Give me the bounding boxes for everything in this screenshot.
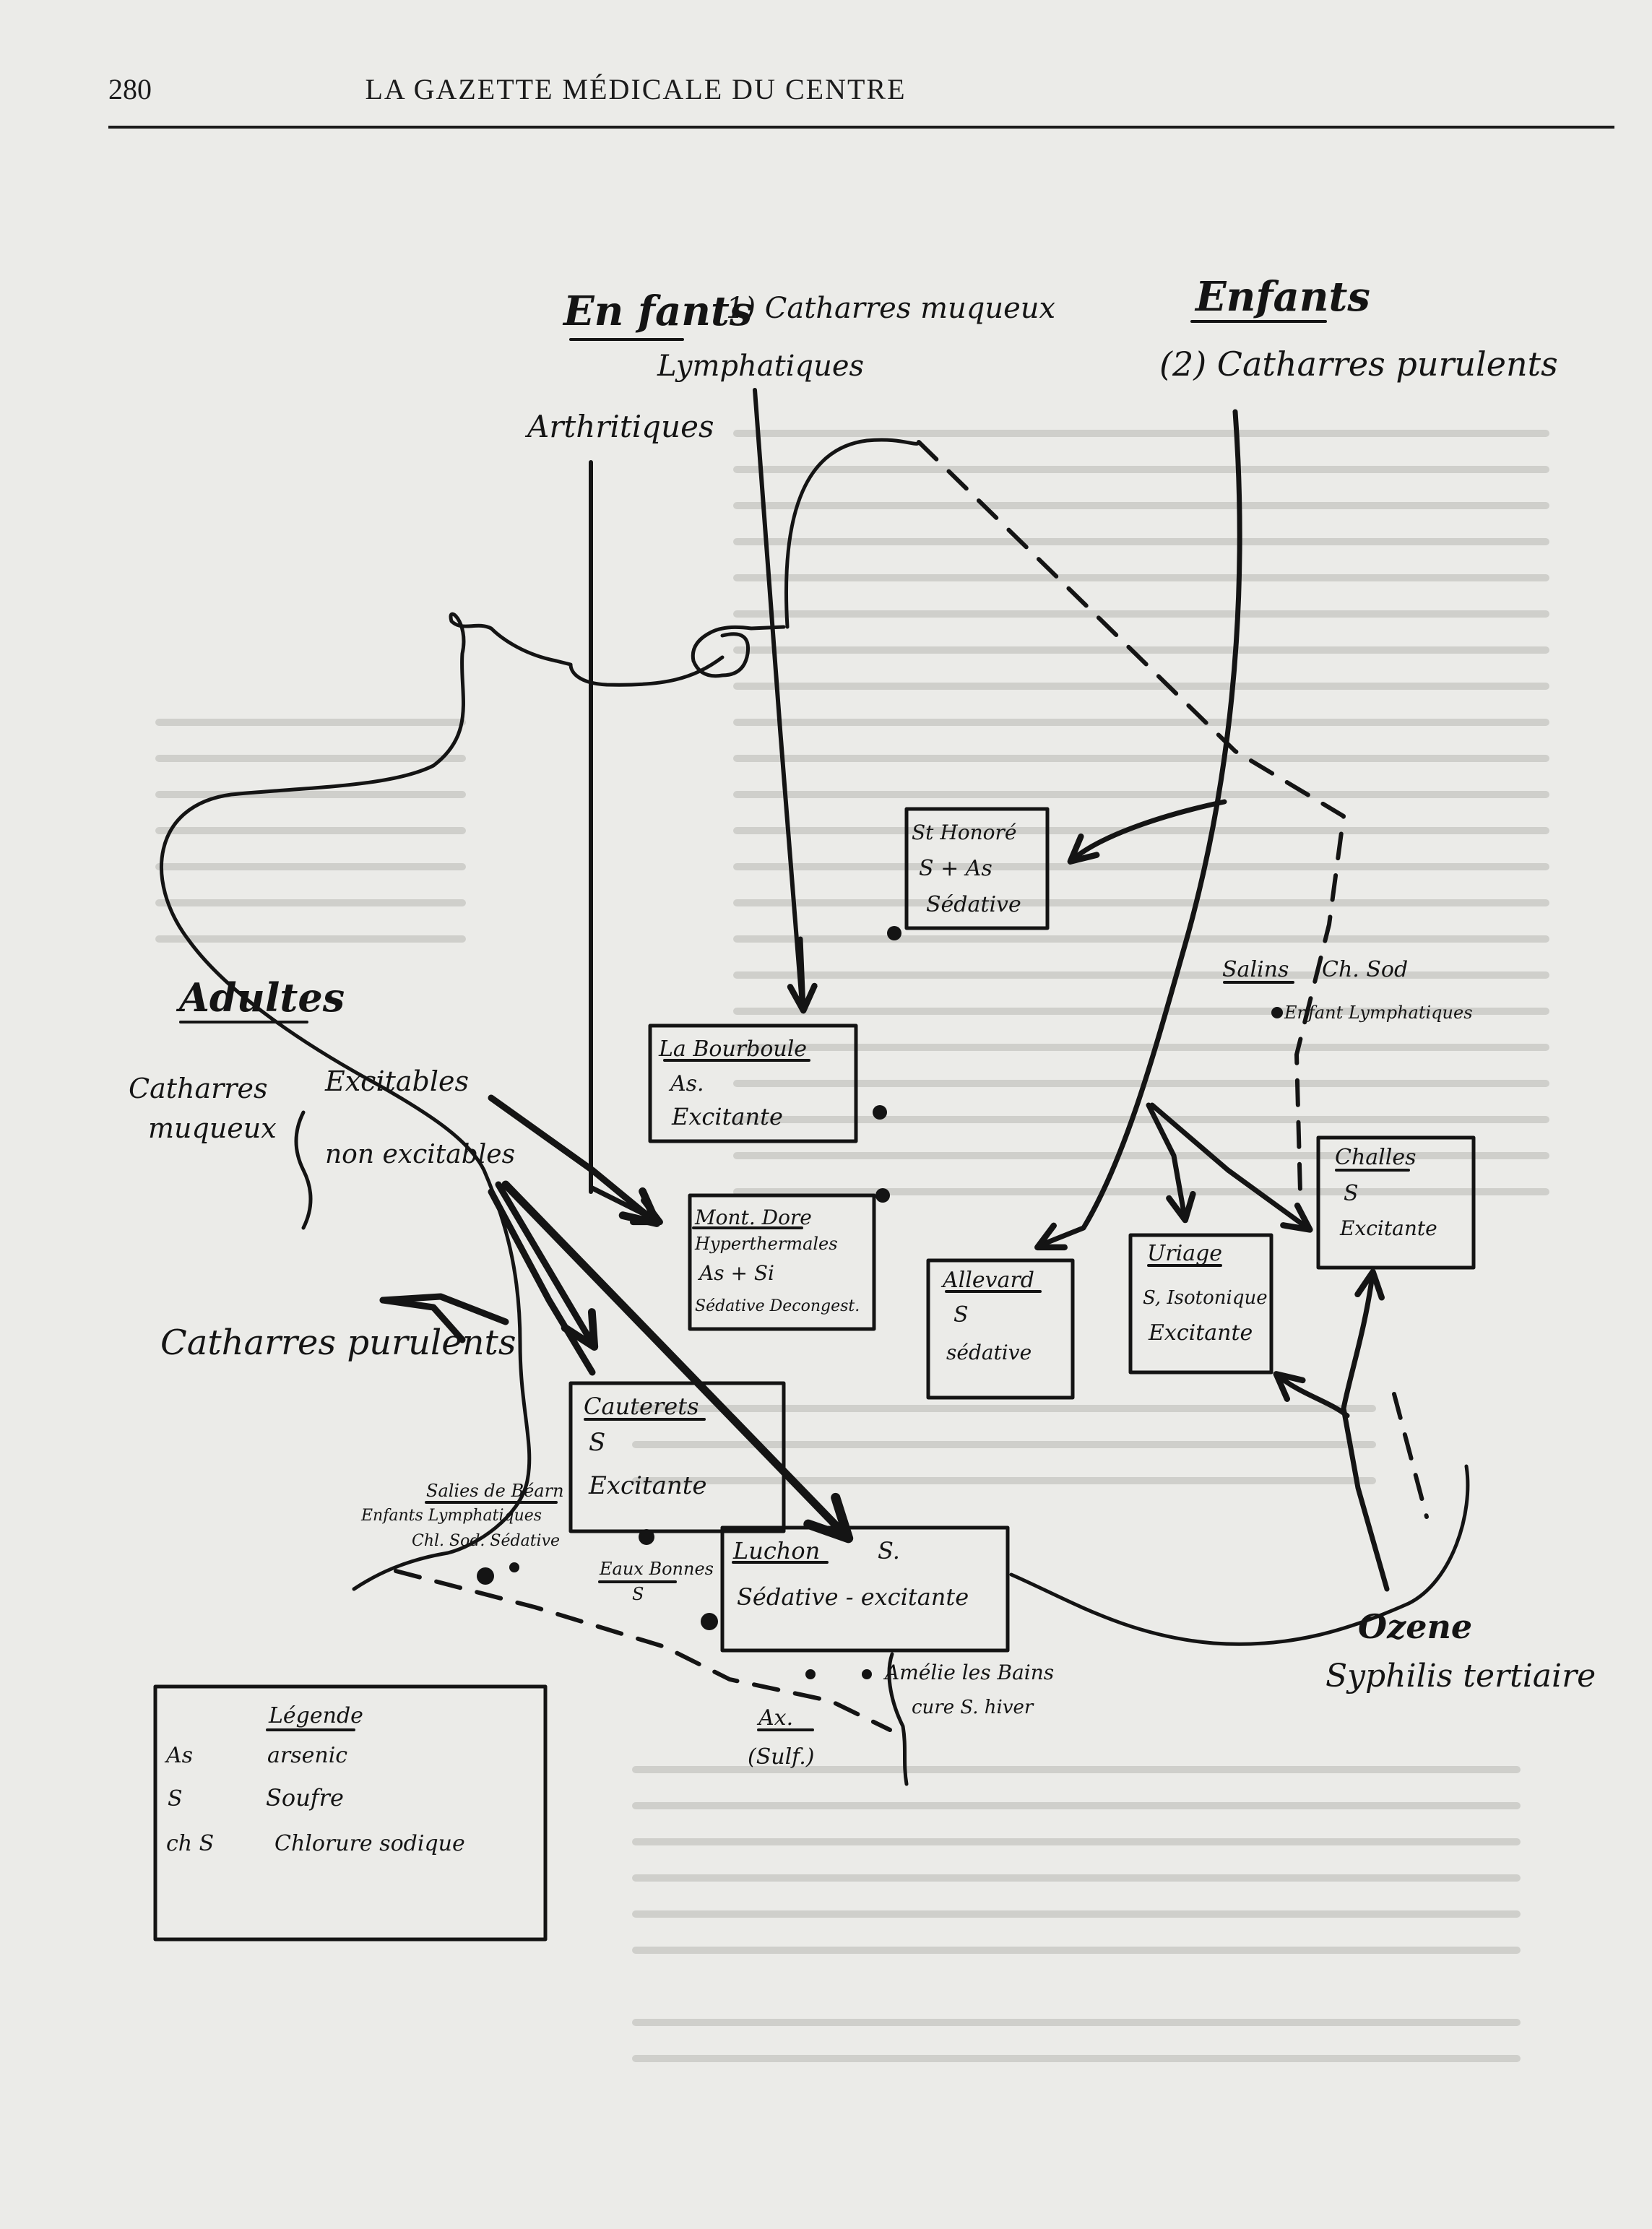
salies-note: Enfants Lymphatiques bbox=[360, 1507, 542, 1525]
handwritten-labels: En fants 1) Catharres muqueux Lymphatiqu… bbox=[129, 273, 1596, 1856]
eaux-bonnes-name: Eaux Bonnes bbox=[599, 1559, 714, 1579]
la-bourboule-name: La Bourboule bbox=[658, 1036, 807, 1062]
enfants-2-catharres: (2) Catharres purulents bbox=[1159, 345, 1558, 384]
adultes-muqueux: muqueux bbox=[148, 1112, 277, 1144]
cauterets-action: Excitante bbox=[588, 1471, 707, 1500]
allevard-name: Allevard bbox=[940, 1268, 1034, 1293]
mont-dore-action: Sédative Decongest. bbox=[695, 1297, 860, 1315]
mont-dore-hyperthermales: Hyperthermales bbox=[694, 1234, 838, 1254]
uriage-water: S, Isotonique bbox=[1143, 1287, 1268, 1309]
station-box-la-bourboule bbox=[648, 1023, 858, 1143]
ax-name: Ax. bbox=[756, 1705, 793, 1731]
adultes-non-excitables: non excitables bbox=[325, 1140, 515, 1169]
uriage-action: Excitante bbox=[1148, 1320, 1253, 1346]
challes-action: Excitante bbox=[1339, 1216, 1437, 1240]
salins-name: Salins bbox=[1222, 957, 1289, 982]
group-title-adultes: Adultes bbox=[176, 974, 345, 1021]
group-ozene: Ozene bbox=[1358, 1607, 1472, 1646]
station-box-mont-dore bbox=[688, 1193, 876, 1331]
underlines bbox=[179, 320, 1410, 1731]
allevard-action: sédative bbox=[946, 1341, 1032, 1364]
group-syphilis-tertiaire: Syphilis tertiaire bbox=[1326, 1658, 1596, 1695]
challes-water: S bbox=[1344, 1181, 1359, 1206]
legend-key-soufre: S bbox=[168, 1786, 183, 1812]
mont-dore-name: Mont. Dore bbox=[694, 1206, 812, 1229]
challes-name: Challes bbox=[1335, 1145, 1417, 1170]
journal-title: LA GAZETTE MÉDICALE DU CENTRE bbox=[365, 73, 907, 105]
page-header: 280 LA GAZETTE MÉDICALE DU CENTRE bbox=[108, 66, 1614, 135]
header-rule bbox=[108, 126, 1614, 129]
luchon-action: Sédative - excitante bbox=[737, 1583, 969, 1611]
group-title-enfants-1: En fants bbox=[562, 287, 752, 335]
group-catharres-purulents: Catharres purulents bbox=[160, 1323, 516, 1363]
france-border-outline bbox=[160, 438, 1470, 1786]
la-bourboule-action: Excitante bbox=[671, 1103, 783, 1130]
dashed-boundary-lines bbox=[394, 440, 1429, 1732]
enfants-1-catharres: 1) Catharres muqueux bbox=[726, 292, 1055, 325]
adultes-excitables: Excitables bbox=[324, 1065, 469, 1097]
page-number: 280 bbox=[108, 73, 152, 105]
amelie-name: Amélie les Bains bbox=[883, 1661, 1054, 1684]
adultes-catharres: Catharres bbox=[129, 1073, 267, 1104]
salies-water: Chl. Sod. Sédative bbox=[412, 1532, 560, 1550]
station-box-luchon bbox=[720, 1525, 1010, 1653]
st-honore-action: Sédative bbox=[926, 892, 1021, 917]
enfants-1-lymphatiques: Lymphatiques bbox=[657, 350, 864, 383]
eaux-bonnes-water: S bbox=[632, 1584, 644, 1604]
legend-box bbox=[153, 1684, 548, 1942]
luchon-water: S. bbox=[878, 1537, 900, 1564]
legend-title: Légende bbox=[268, 1703, 363, 1728]
uriage-name: Uriage bbox=[1147, 1241, 1222, 1266]
mont-dore-water: As + Si bbox=[697, 1261, 774, 1285]
station-box-challes bbox=[1316, 1135, 1476, 1270]
station-box-allevard bbox=[926, 1258, 1075, 1400]
station-boxes bbox=[153, 807, 1476, 1942]
luchon-name: Luchon bbox=[732, 1537, 820, 1564]
group-arthritiques: Arthritiques bbox=[524, 409, 714, 444]
salins-note: Enfant Lymphatiques bbox=[1284, 1003, 1473, 1023]
cauterets-water: S bbox=[589, 1428, 605, 1457]
station-box-cauterets bbox=[568, 1381, 786, 1533]
st-honore-name: St Honoré bbox=[912, 821, 1016, 844]
ax-note: (Sulf.) bbox=[748, 1744, 814, 1770]
allevard-water: S bbox=[953, 1302, 969, 1328]
legend-key-arsenic: As bbox=[164, 1743, 193, 1768]
group-title-enfants-2: Enfants bbox=[1194, 273, 1370, 321]
amelie-note: cure S. hiver bbox=[912, 1697, 1034, 1718]
indication-lines bbox=[294, 388, 1390, 1592]
legend-key-chlorure: ch S bbox=[166, 1831, 214, 1856]
legend-label-arsenic: arsenic bbox=[267, 1743, 347, 1768]
spa-dots bbox=[477, 926, 1283, 1679]
cauterets-name: Cauterets bbox=[584, 1393, 699, 1420]
station-box-uriage bbox=[1128, 1233, 1273, 1375]
st-honore-water: S + As bbox=[919, 856, 993, 881]
la-bourboule-water: As. bbox=[668, 1071, 704, 1096]
salins-water: Ch. Sod bbox=[1322, 957, 1408, 982]
station-box-st-honore bbox=[904, 807, 1050, 930]
legend-label-chlorure: Chlorure sodique bbox=[274, 1831, 465, 1856]
salies-name: Salies de Béarn bbox=[426, 1481, 564, 1501]
legend-label-soufre: Soufre bbox=[266, 1784, 344, 1812]
